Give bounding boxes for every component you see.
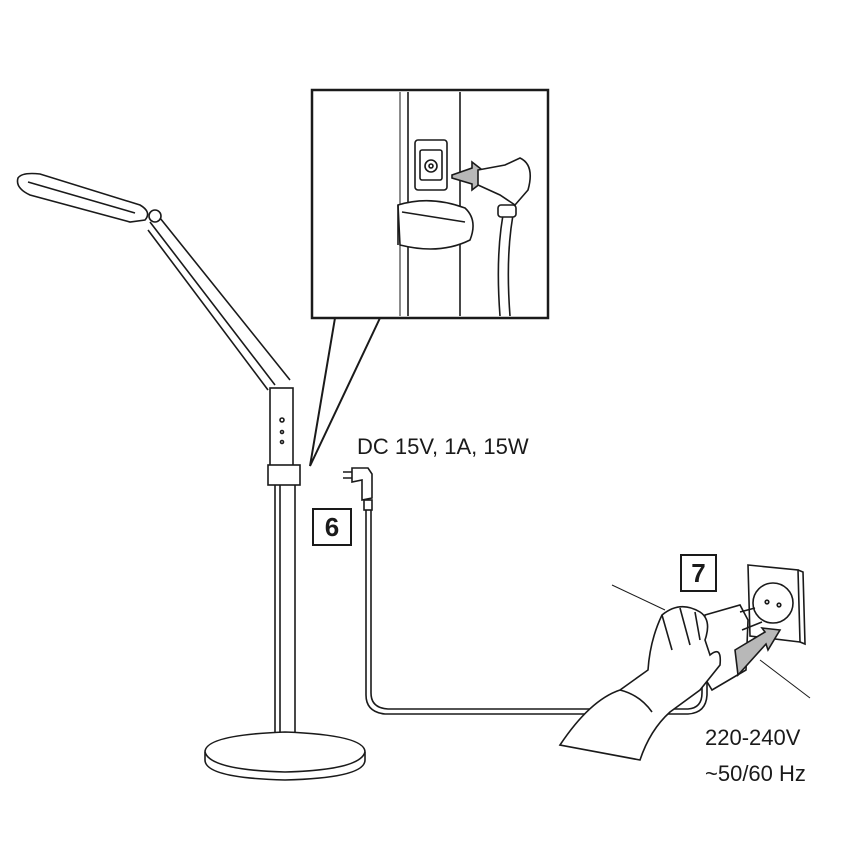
hand (558, 605, 722, 761)
callout-pointer (309, 317, 381, 467)
lamp-collar (267, 464, 301, 486)
lamp-lower-pole (274, 485, 296, 755)
lamp-arm (147, 217, 291, 391)
ac-frequency-label: ~50/60 Hz (705, 761, 806, 786)
push-arrow-icon (734, 627, 782, 677)
ac-voltage-label: 220-240V (705, 725, 801, 750)
step-7-badge: 7 (680, 554, 717, 592)
step-6-badge: 6 (312, 508, 352, 546)
lamp-base (204, 731, 366, 781)
lamp-upper-pole (269, 387, 294, 467)
floor-lamp (16, 172, 366, 781)
inset-plug (477, 157, 531, 317)
power-cable (343, 467, 708, 715)
inset-clip (397, 199, 474, 250)
dc-jack-icon (424, 159, 438, 173)
dc-spec-label: DC 15V, 1A, 15W (357, 434, 529, 459)
dc-plug-icon (343, 467, 373, 501)
detail-inset (309, 88, 550, 467)
